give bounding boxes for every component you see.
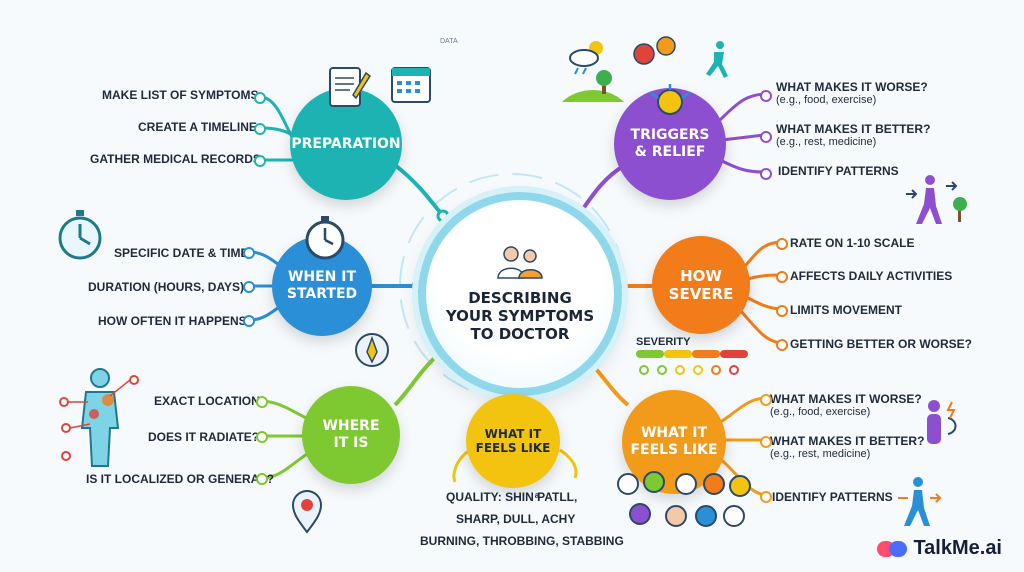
- where-title-line-1: WHERE: [322, 418, 380, 435]
- triggers-dot-2: [760, 131, 772, 143]
- prep-item-2: CREATE A TIMELINE: [138, 120, 257, 134]
- timer-icon: [54, 206, 106, 266]
- severe-dot-1: [776, 238, 788, 250]
- brand-name: TalkMe.ai: [913, 537, 1002, 559]
- severity-label: SEVERITY: [636, 336, 691, 348]
- prep-dot-1: [254, 92, 266, 104]
- data-tag: DATA: [440, 38, 458, 45]
- prep-item-3: GATHER MEDICAL RECORDS: [90, 152, 261, 166]
- running-person-icon: [700, 40, 734, 84]
- center-title-line-1: DESCRIBING: [468, 289, 572, 307]
- brand-logo[interactable]: TalkMe.ai: [877, 537, 1002, 560]
- when-dot-3: [243, 315, 255, 327]
- feels-orange-title-line-1: WHAT IT: [640, 425, 708, 442]
- severe-item-1: RATE ON 1-10 SCALE: [790, 236, 915, 250]
- when-dot-2: [243, 281, 255, 293]
- body-figure-icon: [58, 366, 142, 476]
- notepad-icon: [326, 64, 372, 114]
- center-title: DESCRIBING YOUR SYMPTOMS TO DOCTOR: [446, 289, 594, 343]
- prep-dot-2: [254, 123, 266, 135]
- feels-orange-dot-1: [760, 394, 772, 406]
- severe-dot-4: [776, 339, 788, 351]
- prep-item-1: MAKE LIST OF SYMPTOMS: [102, 88, 259, 102]
- triggers-item-2: WHAT MAKES IT BETTER? (e.g., rest, medic…: [776, 122, 931, 148]
- triggers-item-1: WHAT MAKES IT WORSE? (e.g., food, exerci…: [776, 80, 928, 106]
- triggers-title-line-2: & RELIEF: [634, 144, 706, 160]
- triggers-dot-1: [760, 90, 772, 102]
- where-title-line-2: IT IS: [333, 435, 369, 451]
- when-item-3: HOW OFTEN IT HAPPENS: [98, 314, 247, 328]
- where-dot-2: [256, 431, 268, 443]
- preparation-title: PREPARATION: [291, 135, 401, 152]
- feels-yellow-item-3: BURNING, THROBBING, STABBING: [420, 534, 624, 548]
- stopwatch-icon: [300, 212, 350, 266]
- weather-nature-icon: [558, 36, 628, 110]
- node-where: WHERE IT IS: [302, 386, 400, 484]
- feels-orange-item-1: WHAT MAKES IT WORSE? (e.g., food, exerci…: [770, 392, 922, 418]
- feels-yellow-title-line-1: WHAT IT: [484, 426, 542, 441]
- feels-yellow-item-2: SHARP, DULL, ACHY: [456, 512, 576, 526]
- emotion-faces-icon: [614, 470, 754, 540]
- location-pin-icon: [290, 488, 324, 538]
- severe-title-line-1: HOW: [680, 267, 722, 285]
- feels-orange-dot-2: [760, 436, 772, 448]
- where-dot-1: [256, 396, 268, 408]
- chat-bubble-icon: [877, 539, 908, 559]
- severe-item-4: GETTING BETTER OR WORSE?: [790, 337, 972, 351]
- triggers-dot-3: [760, 168, 772, 180]
- node-how-severe: HOW SEVERE: [652, 236, 750, 334]
- when-dot-1: [243, 247, 255, 259]
- severe-item-2: AFFECTS DAILY ACTIVITIES: [790, 269, 953, 283]
- head-lightbulb-icon: [644, 82, 696, 126]
- feels-orange-dot-3: [760, 491, 772, 503]
- calendar-icon: [388, 60, 434, 110]
- where-item-3: IS IT LOCALIZED OR GENERAL?: [86, 472, 274, 486]
- when-item-1: SPECIFIC DATE & TIME: [114, 246, 249, 260]
- node-feels-like-orange: WHAT IT FEELS LIKE: [622, 390, 726, 494]
- doctor-patient-icon: [494, 245, 546, 283]
- walking-person-icon: [896, 476, 942, 536]
- prep-dot-3: [254, 155, 266, 167]
- node-feels-like-yellow: WHAT IT FEELS LIKE: [466, 394, 560, 488]
- center-title-line-2: YOUR SYMPTOMS: [445, 307, 595, 325]
- severe-item-3: LIMITS MOVEMENT: [790, 303, 902, 317]
- compass-icon: [352, 330, 392, 374]
- walker-tree-icon: [904, 174, 970, 230]
- where-dot-3: [256, 473, 268, 485]
- feels-orange-item-2: WHAT MAKES IT BETTER? (e.g., rest, medic…: [770, 434, 925, 460]
- triggers-item-3: IDENTIFY PATTERNS: [778, 164, 899, 178]
- where-item-2: DOES IT RADIATE?: [148, 430, 260, 444]
- feels-yellow-title-line-2: FEELS LIKE: [475, 441, 551, 455]
- center-title-line-3: TO DOCTOR: [470, 325, 570, 343]
- when-title-line-1: WHEN IT: [287, 269, 357, 286]
- when-item-2: DURATION (HOURS, DAYS): [88, 280, 245, 294]
- severe-title-line-2: SEVERE: [668, 285, 734, 303]
- feels-orange-item-3: IDENTIFY PATTERNS: [772, 490, 893, 504]
- when-title-line-2: STARTED: [286, 286, 358, 302]
- feels-orange-title-line-2: FEELS LIKE: [630, 442, 718, 458]
- where-item-1: EXACT LOCATION: [154, 394, 260, 408]
- severe-dot-3: [776, 305, 788, 317]
- center-node: DESCRIBING YOUR SYMPTOMS TO DOCTOR: [418, 192, 622, 396]
- person-pain-icon: [918, 398, 962, 452]
- feels-yellow-item-1: QUALITY: SHIN ͣPATLL,: [446, 490, 578, 504]
- severe-dot-2: [776, 271, 788, 283]
- triggers-title-line-1: TRIGGERS: [630, 127, 710, 144]
- food-icon: [630, 32, 686, 76]
